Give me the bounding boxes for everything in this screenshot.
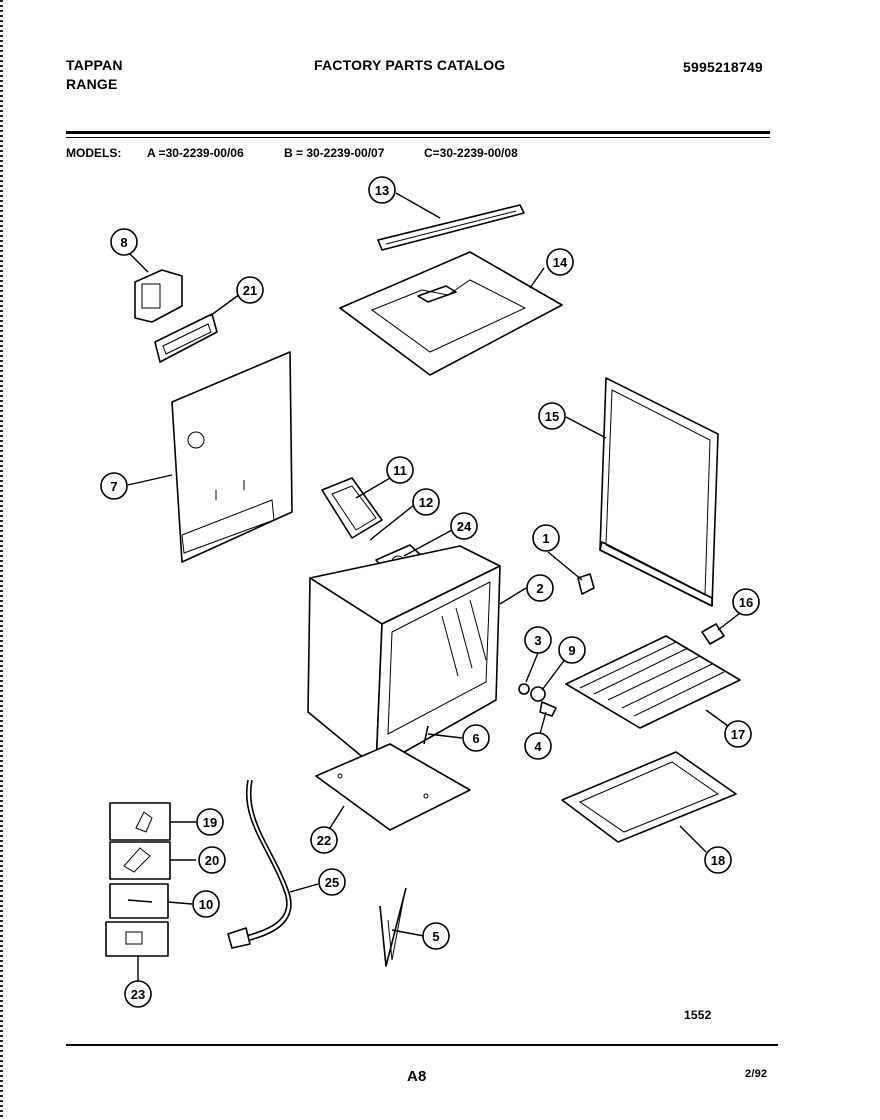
callout-17: 17: [724, 720, 752, 748]
svg-text:16: 16: [739, 595, 753, 610]
callout-10: 10: [192, 890, 220, 918]
catalog-title: FACTORY PARTS CATALOG: [314, 57, 506, 73]
callout-16: 16: [732, 588, 760, 616]
callout-23: 23: [124, 980, 152, 1008]
svg-text:1: 1: [542, 531, 549, 546]
svg-text:25: 25: [325, 875, 339, 890]
header-rule-top: [66, 131, 770, 134]
model-b: B = 30-2239-00/07: [284, 146, 385, 160]
model-c: C=30-2239-00/08: [424, 146, 518, 160]
svg-text:12: 12: [419, 495, 433, 510]
callout-19: 19: [196, 808, 224, 836]
part-22-bottom-panel: [315, 743, 471, 831]
part-8-box: [134, 269, 183, 323]
brand-line-1: TAPPAN: [66, 57, 123, 73]
svg-text:14: 14: [553, 255, 568, 270]
part-23-hardware: [105, 921, 169, 957]
svg-text:10: 10: [199, 897, 213, 912]
svg-text:21: 21: [243, 283, 257, 298]
callout-14: 14: [546, 248, 574, 276]
part-3-9-4-valve: [518, 683, 557, 717]
part-17-oven-rack: [565, 635, 741, 729]
callout-markers: 1 2 3 4 5 6 7 8 9 10 11 12 13 14 15 16 1…: [100, 176, 760, 1008]
part-10-screw: [109, 883, 169, 919]
callout-2: 2: [526, 574, 554, 602]
callout-13: 13: [368, 176, 396, 204]
page-code: A8: [407, 1068, 427, 1085]
part-19-hardware: [109, 802, 171, 841]
svg-text:22: 22: [317, 833, 331, 848]
svg-text:20: 20: [205, 853, 219, 868]
callout-15: 15: [538, 402, 566, 430]
svg-text:15: 15: [545, 409, 559, 424]
callout-4: 4: [524, 732, 552, 760]
svg-text:6: 6: [472, 731, 479, 746]
svg-text:3: 3: [534, 633, 541, 648]
callout-21: 21: [236, 276, 264, 304]
part-13-strip: [377, 204, 525, 251]
callout-3: 3: [524, 626, 552, 654]
part-25-power-cord: [227, 779, 292, 949]
svg-text:17: 17: [731, 727, 745, 742]
header-rule-bottom: [66, 137, 770, 138]
footer-date: 2/92: [745, 1068, 768, 1080]
part-20-hardware: [109, 841, 171, 880]
svg-text:2: 2: [536, 581, 543, 596]
svg-text:11: 11: [393, 463, 407, 478]
part-1-knob: [577, 573, 595, 595]
svg-text:18: 18: [711, 853, 725, 868]
callout-12: 12: [412, 488, 440, 516]
leader-lines: [127, 192, 745, 982]
svg-text:23: 23: [131, 987, 145, 1002]
svg-text:9: 9: [568, 643, 575, 658]
callout-5: 5: [422, 922, 450, 950]
callout-7: 7: [100, 472, 128, 500]
model-a: A =30-2239-00/06: [147, 146, 244, 160]
part-2-oven-body: [307, 545, 501, 769]
callout-20: 20: [198, 846, 226, 874]
svg-text:19: 19: [203, 815, 217, 830]
svg-text:4: 4: [534, 739, 542, 754]
callout-6: 6: [462, 724, 490, 752]
callout-25: 25: [318, 868, 346, 896]
callout-11: 11: [386, 456, 414, 484]
part-5-spring-clip: [379, 887, 407, 967]
callout-22: 22: [310, 826, 338, 854]
part-15-door-frame: [599, 377, 719, 607]
part-16-clip: [701, 623, 725, 645]
part-18-broiler-pan: [561, 751, 737, 843]
footer-rule: [66, 1044, 778, 1046]
brand-line-2: RANGE: [66, 76, 118, 92]
part-6-pin: [423, 725, 429, 745]
part-21-bracket: [154, 313, 218, 363]
catalog-number: 5995218749: [683, 59, 763, 75]
svg-text:7: 7: [110, 479, 117, 494]
part-14-top-panel: [339, 251, 563, 376]
part-11-bracket: [321, 477, 383, 539]
svg-text:5: 5: [432, 929, 439, 944]
scan-edge: [0, 0, 3, 1120]
part-7-back-panel: [171, 351, 293, 563]
callout-24: 24: [450, 512, 478, 540]
callout-8: 8: [110, 228, 138, 256]
callout-9: 9: [558, 636, 586, 664]
svg-text:24: 24: [457, 519, 472, 534]
svg-text:13: 13: [375, 183, 389, 198]
callout-18: 18: [704, 846, 732, 874]
models-label: MODELS:: [66, 146, 122, 160]
callout-1: 1: [532, 524, 560, 552]
drawing-number: 1552: [684, 1008, 712, 1022]
svg-text:8: 8: [120, 235, 127, 250]
